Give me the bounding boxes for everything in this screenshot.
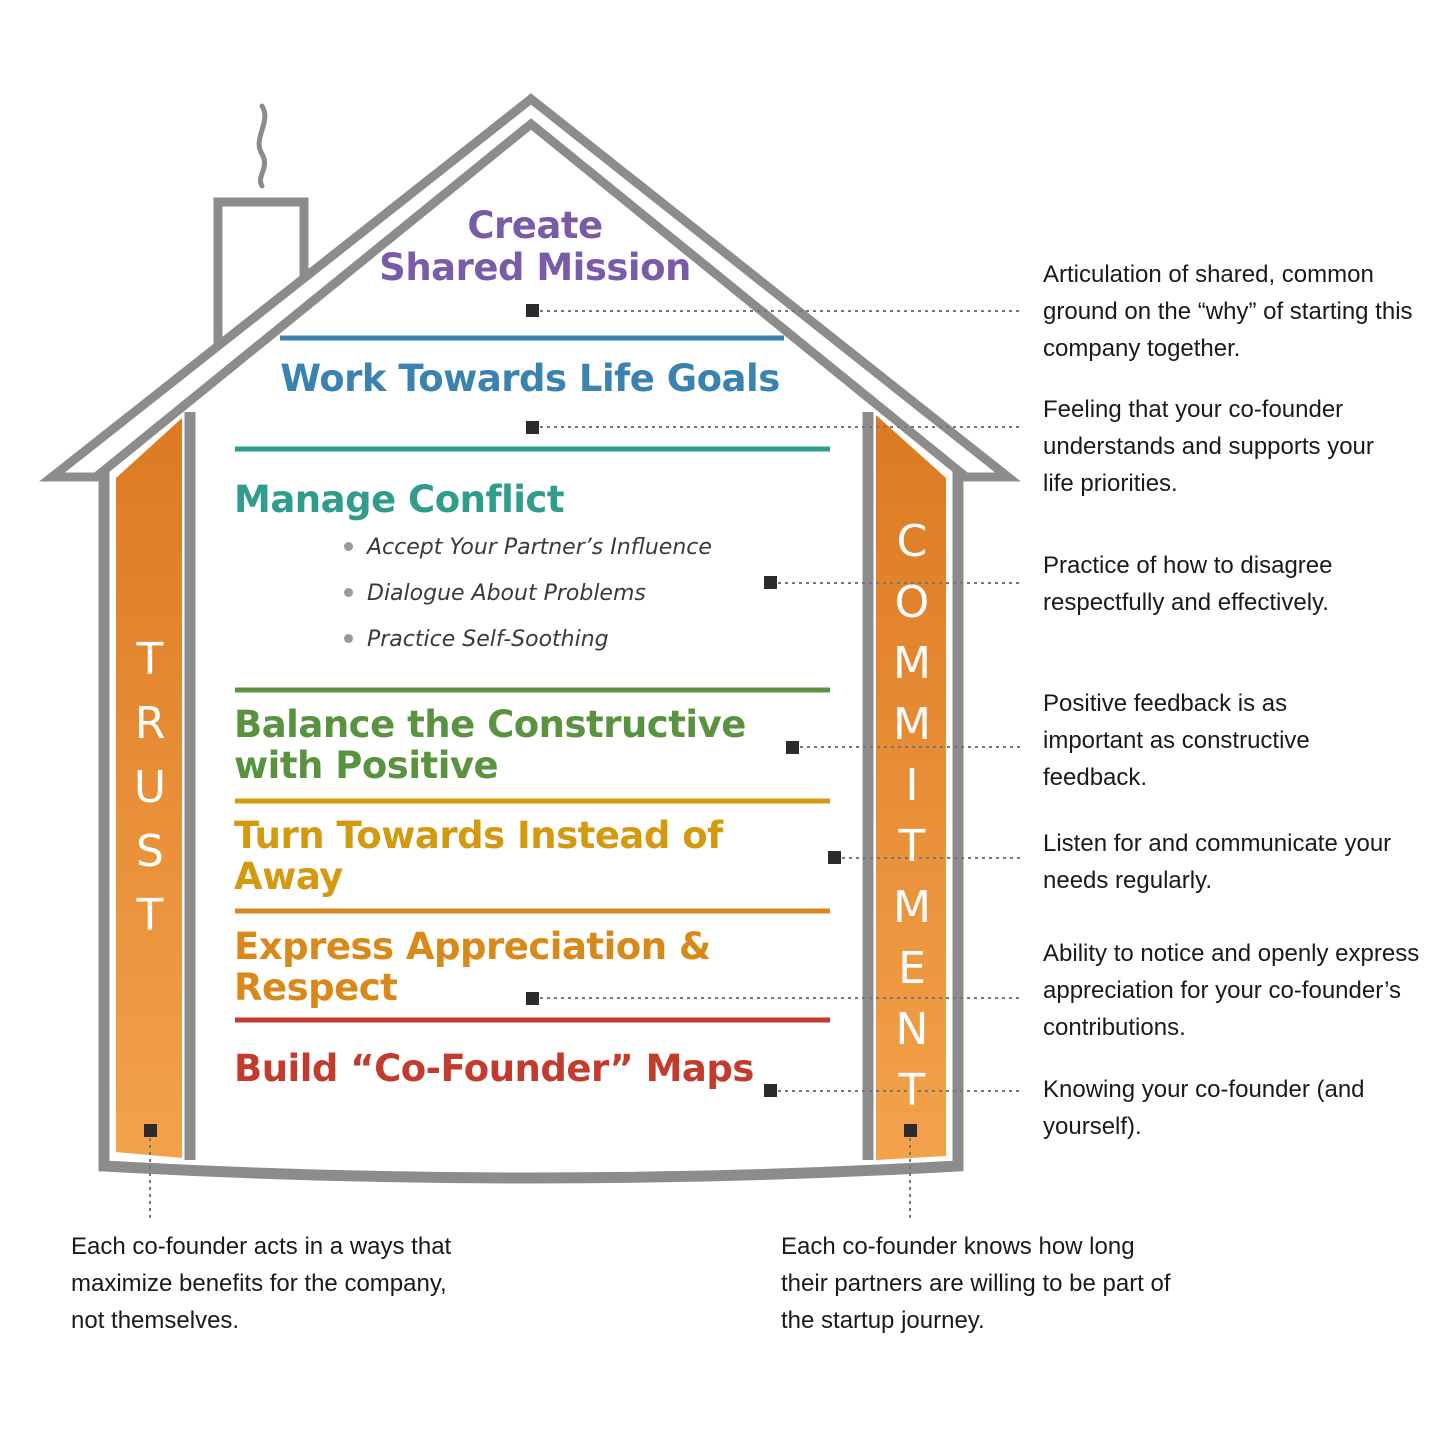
note-commitment: Each co-founder knows how long their par…: [781, 1233, 1171, 1334]
marker-conflict: [764, 576, 777, 589]
level-balance-constructive-positive: Balance the Constructive with Positive: [234, 703, 746, 787]
conflict-bullet: Practice Self-Soothing: [344, 623, 712, 669]
level-turn-towards: Turn Towards Instead of Away: [234, 814, 723, 898]
level-co-founder-maps: Build “Co-Founder” Maps: [234, 1047, 754, 1090]
pillar-letter: O: [894, 577, 930, 628]
roof: [39, 93, 1021, 482]
note-maps: Knowing your co-founder (and yourself).: [1043, 1076, 1365, 1140]
note-trust: Each co-founder acts in a ways that maxi…: [71, 1233, 452, 1334]
bullet-dot-icon: [344, 633, 353, 643]
note-life-goals: Feeling that your co-founder understands…: [1043, 396, 1374, 497]
marker-turn-towards: [828, 851, 841, 864]
marker-mission: [526, 304, 539, 317]
bullet-dot-icon: [344, 541, 353, 551]
level-work-towards-life-goals: Work Towards Life Goals: [280, 357, 780, 400]
note-appreciation: Ability to notice and openly express app…: [1043, 940, 1420, 1041]
marker-commitment: [904, 1124, 917, 1137]
conflict-bullet: Dialogue About Problems: [344, 577, 712, 623]
note-balance: Positive feedback is as important as con…: [1043, 690, 1310, 791]
pillar-letter: U: [133, 762, 167, 813]
commitment-pillar: [876, 415, 946, 1160]
pillar-letter: R: [134, 698, 166, 749]
trust-pillar: [116, 418, 182, 1158]
pillar-letter: M: [893, 638, 931, 689]
pillar-letter: S: [136, 826, 164, 877]
mission-line-1: Create: [467, 204, 603, 247]
pillar-letter: E: [898, 943, 926, 994]
pillar-letter: M: [893, 882, 931, 933]
conflict-bullet-text: Dialogue About Problems: [367, 581, 646, 606]
note-mission: Articulation of shared, common ground on…: [1043, 261, 1413, 362]
pillar-letter: I: [905, 760, 919, 811]
level-manage-conflict: Manage Conflict: [234, 478, 565, 521]
conflict-bullet-text: Accept Your Partner’s Influence: [367, 535, 712, 560]
mission-line-2: Shared Mission: [379, 246, 691, 289]
pillar-letter: T: [898, 821, 926, 872]
conflict-bullet: Accept Your Partner’s Influence: [344, 531, 712, 577]
pillar-letter: M: [893, 699, 931, 750]
marker-balance: [786, 741, 799, 754]
level-express-appreciation: Express Appreciation & Respect: [234, 925, 711, 1009]
house-walls: [98, 470, 964, 1184]
marker-life-goals: [526, 421, 539, 434]
note-turn-towards: Listen for and communicate your needs re…: [1043, 830, 1392, 894]
pillar-letter: T: [898, 1065, 926, 1116]
level-create-shared-mission: Create Shared Mission: [300, 205, 770, 289]
chimney: [213, 197, 309, 358]
chimney-smoke: [256, 103, 268, 189]
bullet-dot-icon: [344, 587, 353, 597]
note-conflict: Practice of how to disagree respectfully…: [1043, 552, 1333, 616]
pillar-letter: N: [895, 1004, 929, 1055]
pillar-letter: T: [136, 890, 164, 941]
conflict-bullet-list: Accept Your Partner’s Influence Dialogue…: [344, 531, 712, 669]
marker-appreciation: [526, 992, 539, 1005]
marker-trust: [144, 1124, 157, 1137]
marker-maps: [764, 1084, 777, 1097]
conflict-bullet-text: Practice Self-Soothing: [367, 627, 609, 652]
pillar-letter: T: [136, 634, 164, 685]
pillar-letter: C: [896, 516, 928, 567]
